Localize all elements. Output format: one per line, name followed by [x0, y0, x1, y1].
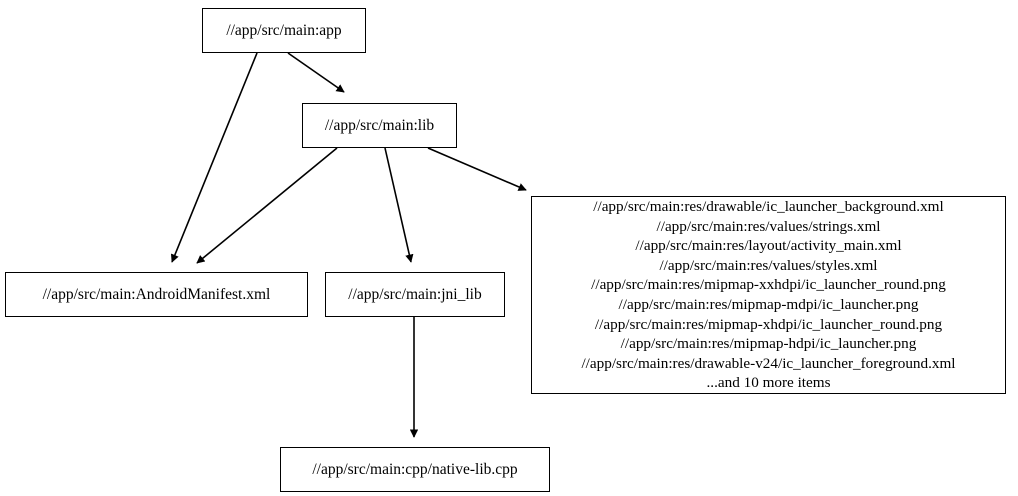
node-android-manifest[interactable]: //app/src/main:AndroidManifest.xml [5, 272, 308, 317]
node-jni-lib[interactable]: //app/src/main:jni_lib [325, 272, 505, 317]
edge-lib-to-jni-lib [384, 147, 414, 263]
node-app-label: //app/src/main:app [226, 21, 342, 39]
node-lib-label: //app/src/main:lib [324, 116, 435, 134]
node-lib[interactable]: //app/src/main:lib [302, 103, 457, 148]
node-native-lib-cpp-label: //app/src/main:cpp/native-lib.cpp [312, 460, 518, 478]
edge-app-to-manifest [170, 52, 258, 263]
node-res-group[interactable]: //app/src/main:res/drawable/ic_launcher_… [531, 196, 1006, 394]
node-android-manifest-label: //app/src/main:AndroidManifest.xml [42, 285, 271, 303]
node-native-lib-cpp[interactable]: //app/src/main:cpp/native-lib.cpp [280, 447, 550, 492]
node-app[interactable]: //app/src/main:app [202, 8, 366, 53]
edge-app-to-lib [287, 52, 345, 93]
node-res-group-label: //app/src/main:res/drawable/ic_launcher_… [581, 198, 956, 392]
node-jni-lib-label: //app/src/main:jni_lib [348, 285, 482, 303]
edge-lib-to-manifest [196, 147, 338, 264]
edge-lib-to-res [427, 147, 527, 191]
